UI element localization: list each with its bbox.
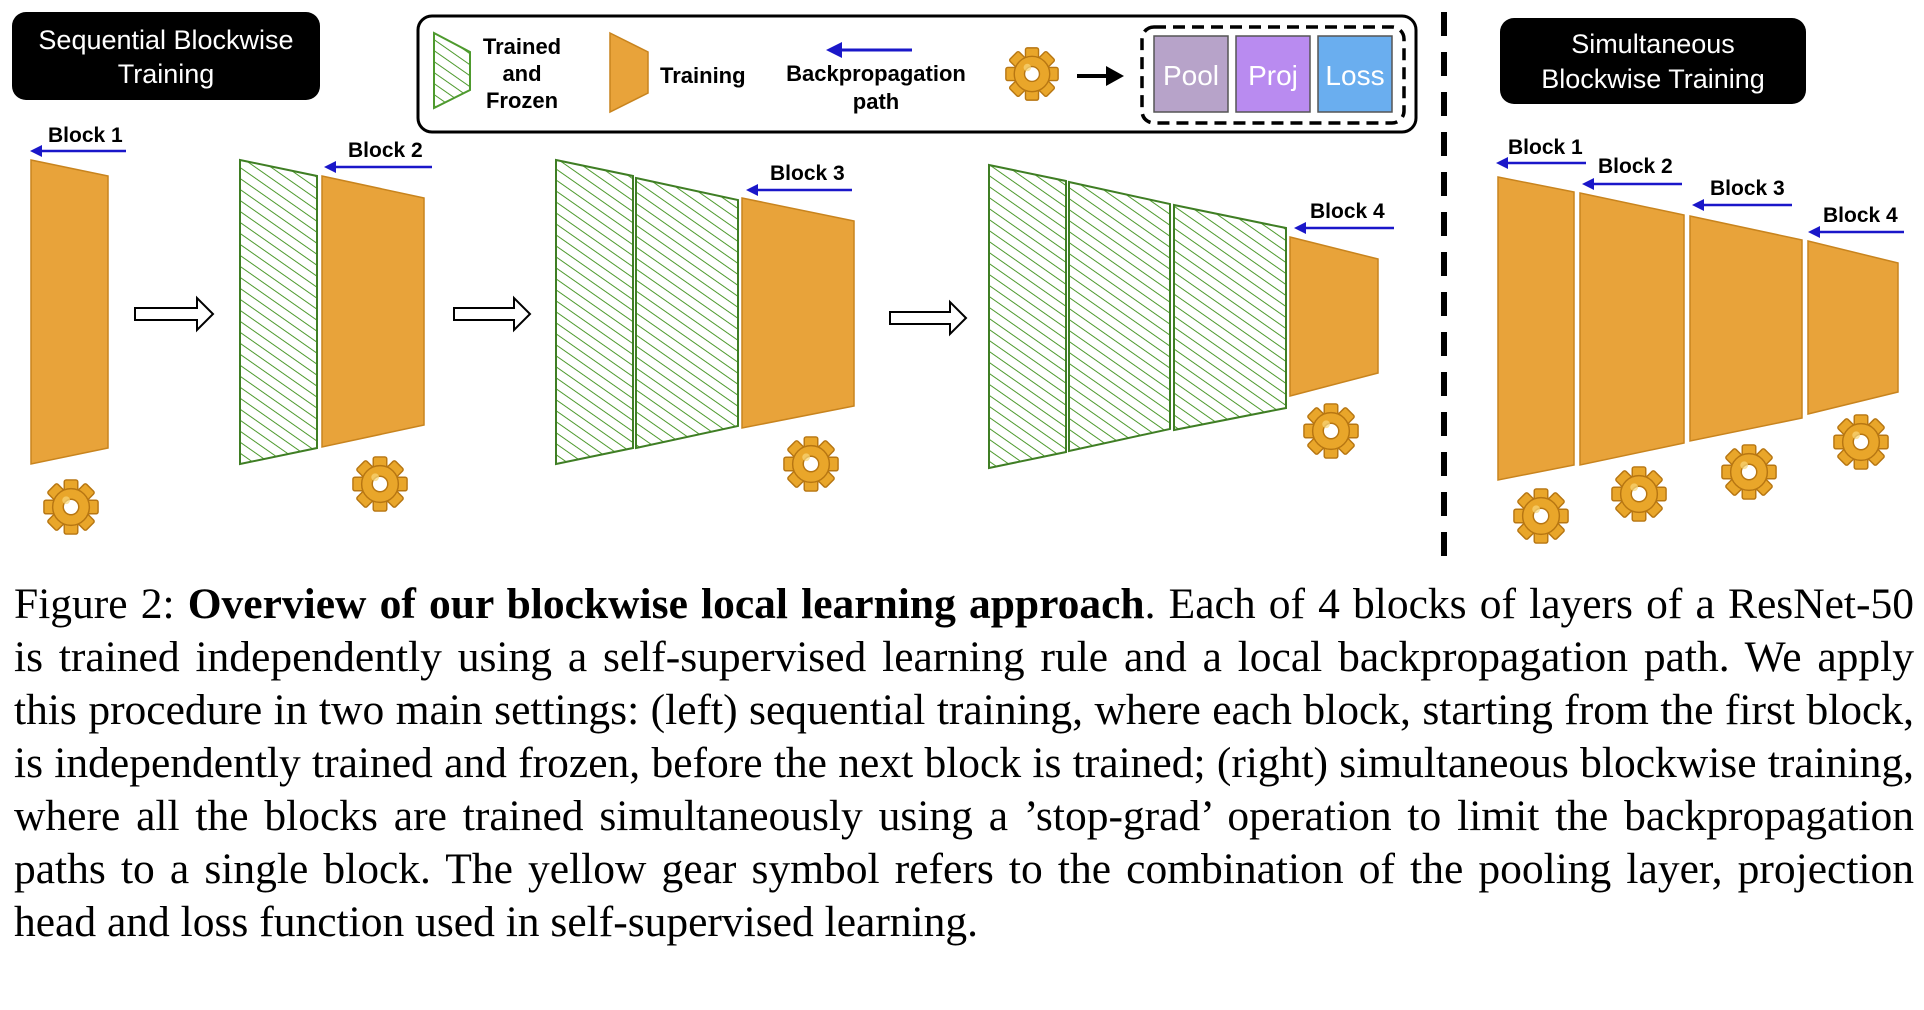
sim-block4-training — [1807, 240, 1899, 415]
legend-right-arrow-icon — [1077, 66, 1124, 86]
legend-gear-icon — [1005, 47, 1059, 101]
legend-training-label: Training — [660, 63, 746, 88]
sim-block3-label: Block 3 — [1710, 177, 1785, 200]
sequential-title-line1: Sequential Blockwise — [38, 25, 293, 55]
sim-block3-training — [1689, 215, 1803, 442]
legend-loss-label: Loss — [1325, 60, 1384, 91]
stage3-block3-training — [741, 197, 855, 429]
sequential-title-line2: Training — [118, 59, 215, 89]
stage3-backprop-arrow — [746, 184, 852, 196]
caption-body: . Each of 4 blocks of layers of a ResNet… — [14, 580, 1914, 946]
simultaneous-title-box: Simultaneous Blockwise Training — [1500, 18, 1806, 104]
stage3-gear-icon — [783, 436, 839, 492]
sim-block1-label: Block 1 — [1508, 136, 1583, 159]
legend-frozen-swatch — [433, 31, 471, 110]
stage2-block2-label: Block 2 — [348, 139, 423, 162]
caption-title: Overview of our blockwise local learning… — [187, 580, 1145, 628]
stage1-block1-label: Block 1 — [48, 124, 123, 147]
stage4-block4-training — [1289, 236, 1379, 397]
simultaneous-title-line1: Simultaneous — [1571, 29, 1735, 59]
sim-block2-label: Block 2 — [1598, 155, 1673, 178]
legend-proj-box — [1235, 35, 1311, 113]
sim-block-4: Block 4 — [1807, 204, 1904, 470]
legend-training-swatch — [609, 31, 649, 114]
stage-2: Block 2 — [239, 139, 432, 512]
sim-gear-icon-2 — [1611, 466, 1667, 522]
stage2-block2-training — [321, 175, 425, 448]
sim-gear-icon-1 — [1513, 488, 1569, 544]
stage3-block1-frozen — [555, 158, 634, 466]
legend-proj-label: Proj — [1248, 60, 1298, 91]
sim-block-2: Block 2 — [1579, 155, 1685, 522]
sim-block3-backprop-arrow — [1692, 199, 1792, 211]
legend: Trained and Frozen Training Backpropagat… — [416, 14, 1418, 134]
stage1-backprop-arrow — [30, 145, 126, 157]
stage-arrow-1 — [134, 295, 215, 333]
sim-block-1: Block 1 — [1496, 136, 1586, 544]
legend-backprop-arrow — [826, 42, 912, 58]
stage4-block2-frozen — [1068, 180, 1171, 453]
legend-frozen-label-2: and — [502, 61, 541, 86]
stage-3: Block 3 — [555, 158, 855, 492]
legend-frozen-label-1: Trained — [483, 34, 561, 59]
sim-block2-backprop-arrow — [1582, 178, 1682, 190]
legend-backprop-label-2: path — [853, 89, 899, 114]
sim-gear-icon-3 — [1721, 444, 1777, 500]
legend-backprop-label-1: Backpropagation — [786, 61, 966, 86]
legend-loss-box — [1317, 35, 1393, 113]
legend-modules-frame — [1140, 25, 1406, 125]
stage4-block4-label: Block 4 — [1310, 200, 1385, 223]
legend-pool-label: Pool — [1163, 60, 1219, 91]
stage1-block1-training — [30, 159, 109, 465]
stage-arrow-3 — [889, 299, 968, 337]
stage4-gear-icon — [1303, 403, 1359, 459]
stage-arrow-2 — [453, 295, 532, 333]
caption-label: Figure 2: — [14, 580, 175, 628]
sim-block-3: Block 3 — [1689, 177, 1803, 500]
figure-caption: Figure 2: Overview of our blockwise loca… — [14, 578, 1914, 949]
stage-4: Block 4 — [988, 163, 1394, 470]
sim-gear-icon-4 — [1833, 414, 1889, 470]
legend-frozen-label-3: Frozen — [486, 88, 558, 113]
stage4-backprop-arrow — [1294, 222, 1394, 234]
stage3-block2-frozen — [635, 176, 739, 450]
sim-block1-backprop-arrow — [1496, 157, 1586, 169]
stage-1: Block 1 — [30, 124, 126, 535]
stage2-backprop-arrow — [324, 161, 432, 173]
sim-block4-backprop-arrow — [1808, 226, 1904, 238]
sim-block2-training — [1579, 192, 1685, 466]
simultaneous-title-line2: Blockwise Training — [1541, 64, 1765, 94]
sim-block1-training — [1497, 176, 1575, 481]
sequential-title-box: Sequential Blockwise Training — [12, 12, 320, 100]
stage1-gear-icon — [43, 479, 99, 535]
stage4-block3-frozen — [1173, 203, 1287, 432]
sim-block4-label: Block 4 — [1823, 204, 1898, 227]
stage4-block1-frozen — [988, 163, 1067, 470]
legend-pool-box — [1153, 35, 1229, 113]
stage2-gear-icon — [352, 456, 408, 512]
stage2-block1-frozen — [239, 158, 318, 466]
stage3-block3-label: Block 3 — [770, 162, 845, 185]
